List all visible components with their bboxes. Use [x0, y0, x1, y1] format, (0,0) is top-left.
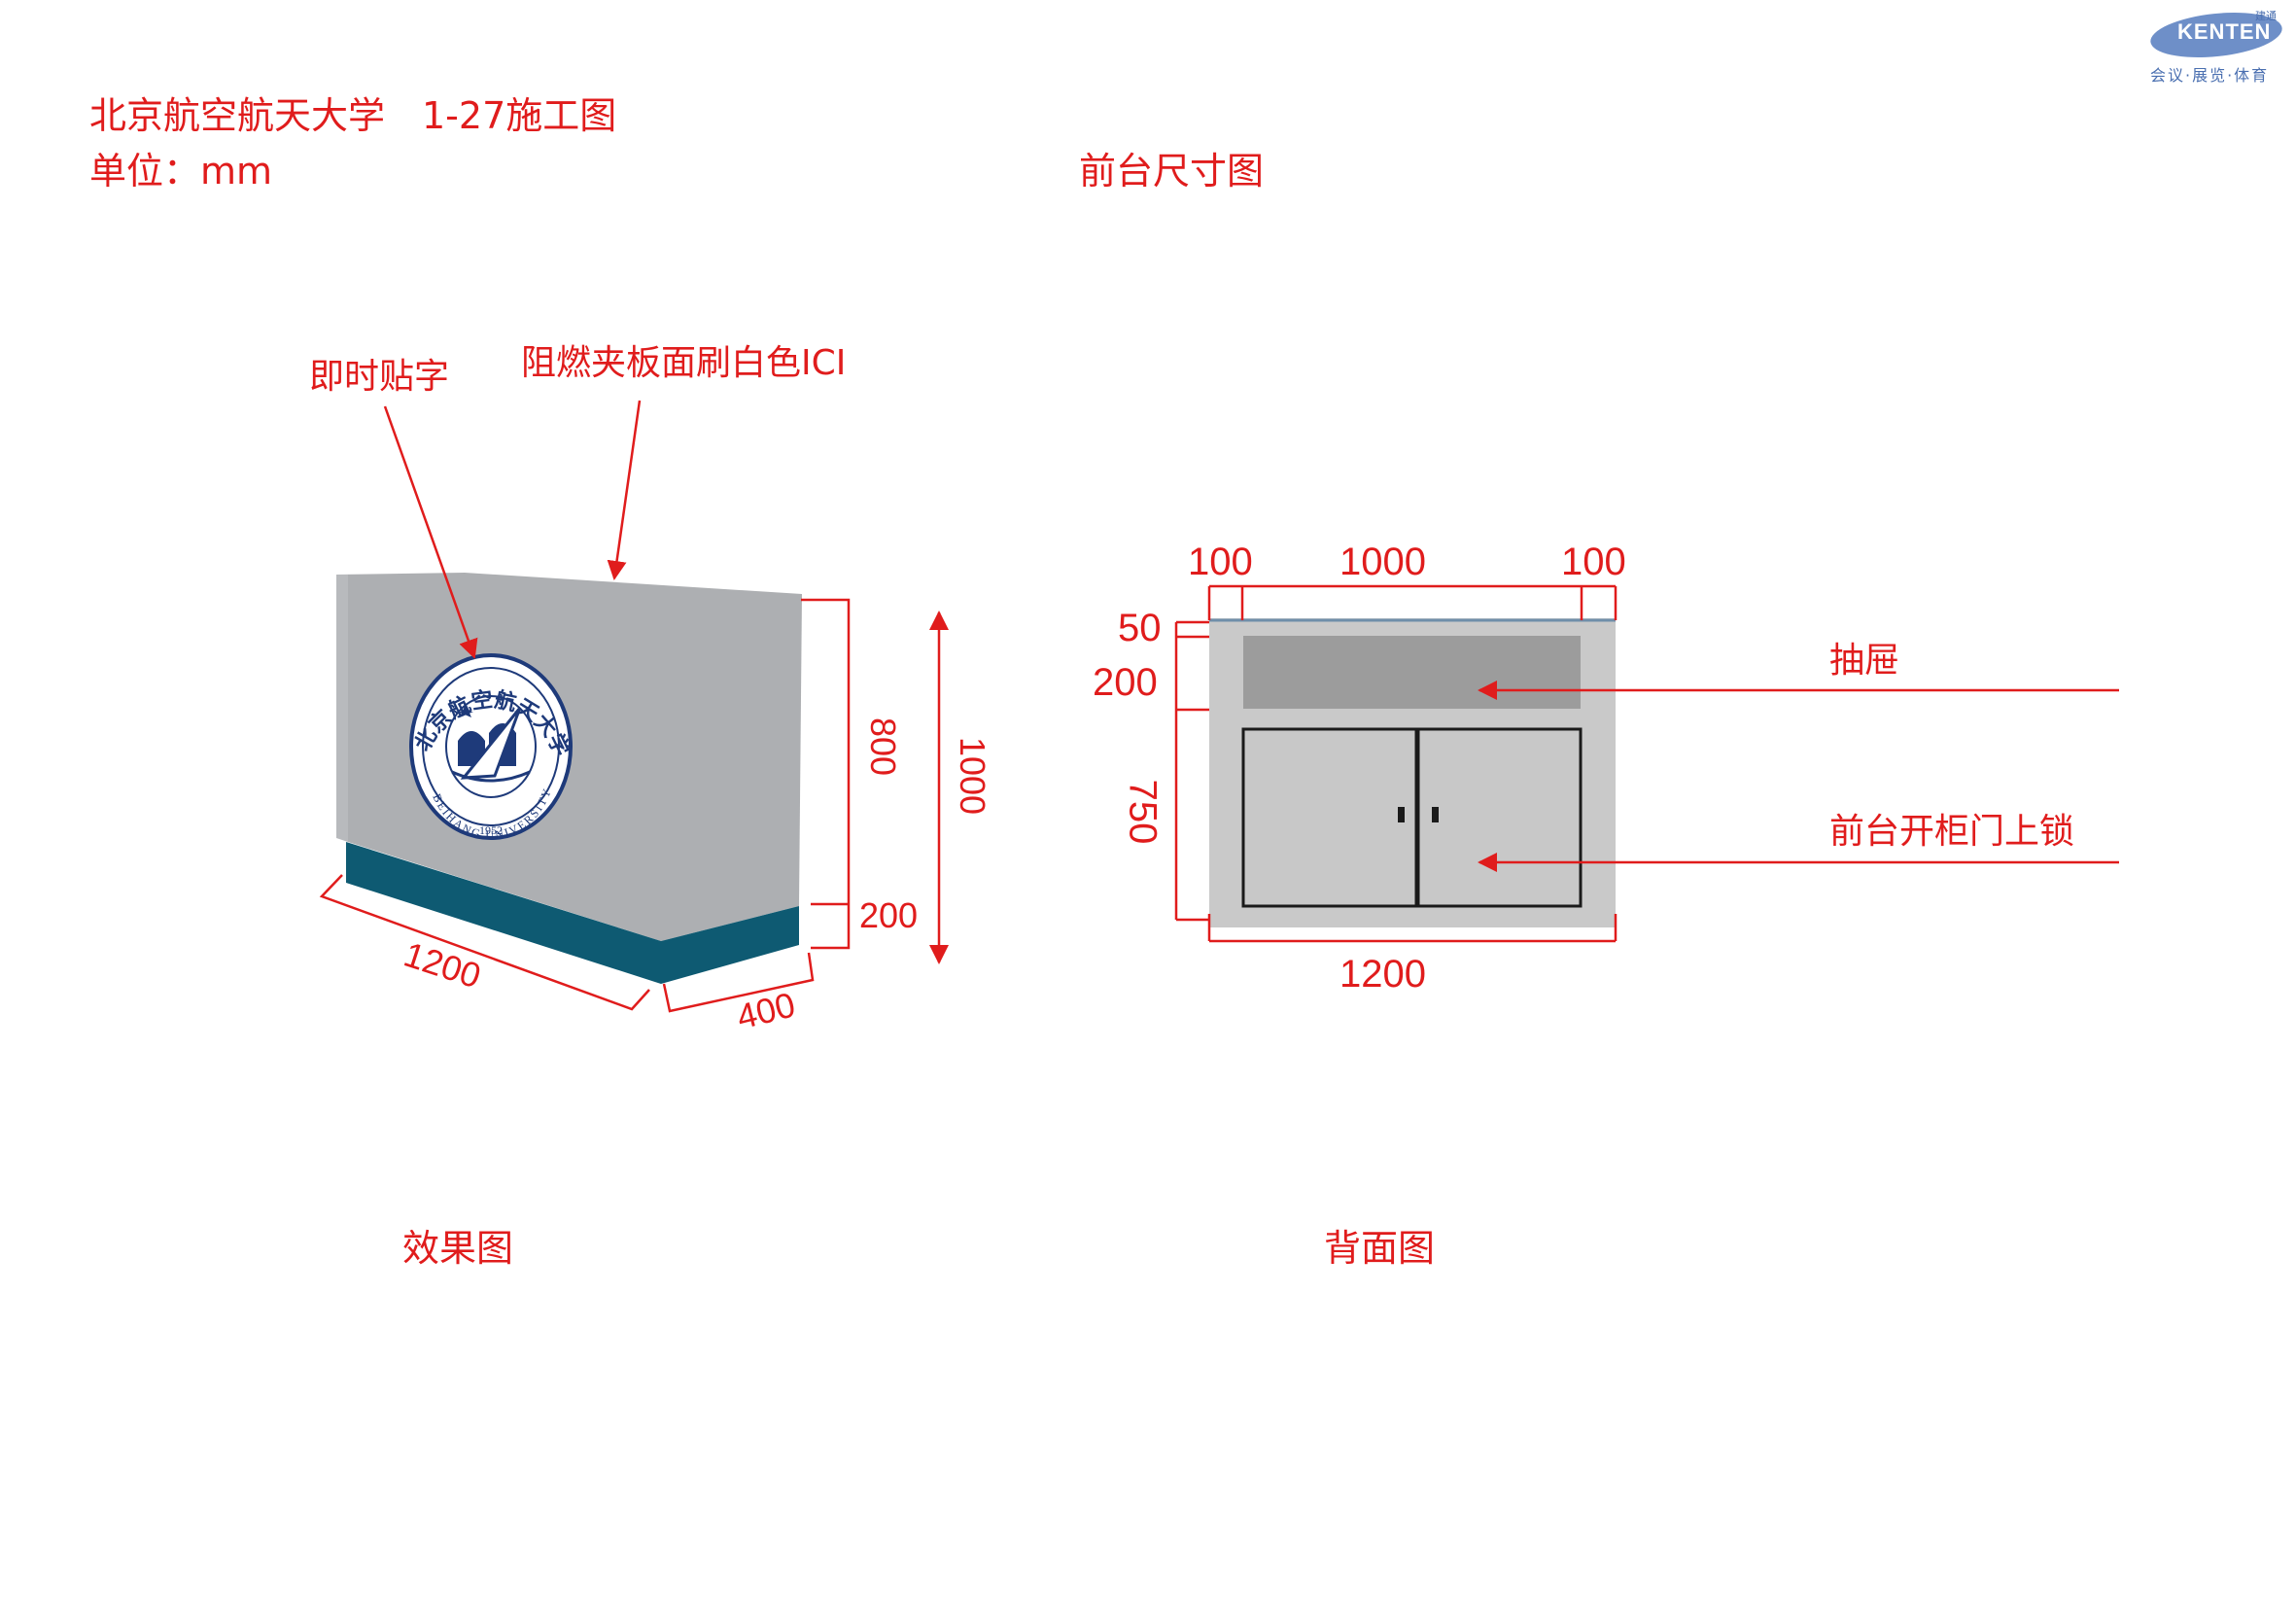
dim-back-top: 50	[1118, 607, 1162, 649]
unit-label: 单位：mm	[89, 150, 273, 192]
logo-mini-text: 建通	[2255, 10, 2277, 22]
caption-back: 背面图	[1324, 1227, 1436, 1270]
dim-upper: 800	[863, 717, 904, 777]
dim-base: 200	[859, 895, 919, 935]
reception-desk-back	[1174, 584, 2119, 943]
callout-sticker: 即时贴字	[309, 357, 450, 397]
dim-back-cabinet: 750	[1121, 779, 1165, 845]
caption-perspective: 效果图	[402, 1227, 514, 1270]
logo-ellipse	[2150, 12, 2282, 58]
drawer	[1243, 636, 1581, 709]
emblem-name-cn: 北京航空航天大学	[410, 686, 574, 759]
dim-back-middle: 1000	[1339, 541, 1426, 583]
callout-panel: 阻燃夹板面刷白色ICI	[521, 343, 847, 383]
dim-back-width: 1200	[1339, 953, 1426, 996]
kenten-logo: 建通 KENTEN 会议·展览·体育	[2139, 6, 2294, 85]
diagram-title: 前台尺寸图	[1079, 150, 1265, 192]
emblem-year: 1952	[479, 823, 503, 837]
dim-back-drawer: 200	[1093, 661, 1158, 704]
perspective-dimensions	[319, 598, 949, 1013]
door-handle-right	[1432, 807, 1439, 822]
logo-tagline: 会议·展览·体育	[2150, 66, 2270, 85]
cabinet-door-right	[1416, 727, 1583, 908]
sticker-leader-arrow	[383, 405, 478, 659]
drawing-title: 北京航空航天大学 1-27施工图	[89, 94, 617, 137]
dim-back-right: 100	[1561, 541, 1626, 583]
dim-total: 1000	[953, 736, 993, 816]
label-drawer: 抽屉	[1829, 641, 1900, 681]
door-handle-left	[1398, 807, 1405, 822]
desk-base-strip	[346, 842, 799, 984]
university-emblem	[409, 653, 573, 840]
logo-brand: KENTEN	[2177, 19, 2272, 44]
dim-back-left: 100	[1188, 541, 1253, 583]
reception-desk-perspective	[319, 400, 949, 1013]
panel-leader-arrow	[607, 400, 642, 580]
cabinet-door-left	[1241, 727, 1418, 908]
label-cabinet: 前台开柜门上锁	[1829, 812, 2075, 852]
back-dimensions	[1174, 584, 1618, 943]
svg-text:北京航空航天大学: 北京航空航天大学	[410, 686, 574, 759]
desk-left-face	[336, 575, 348, 842]
